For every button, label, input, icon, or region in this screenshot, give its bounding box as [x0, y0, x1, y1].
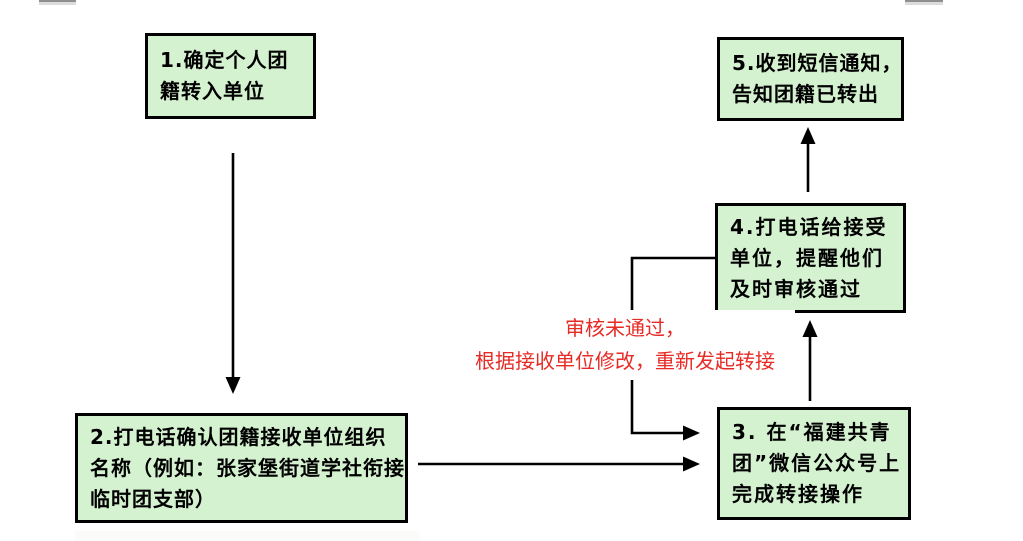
step4-text-line3: 及时审核通过: [730, 276, 862, 301]
step5-text-line2: 告知团籍已转出: [732, 82, 879, 106]
arrow-step4-to-step5-icon: [800, 127, 816, 192]
step1-text-line2: 籍转入单位: [160, 79, 265, 103]
step4-box: 4.打电话给接受 单位，提醒他们 及时审核通过: [715, 203, 906, 313]
top-left-edge-artifact: [39, 0, 76, 5]
arrow-step3-to-step4-icon: [802, 320, 818, 401]
step2-box: 2.打电话确认团籍接收单位组织 名称（例如：张家堡街道学社衔接 临时团支部）: [75, 413, 408, 523]
step3-text-line1: 3. 在“福建共青: [732, 420, 892, 444]
step1-box: 1.确定个人团 籍转入单位: [145, 33, 316, 119]
reject-note-line2: 根据接收单位修改，重新发起转接: [475, 349, 775, 373]
step3-text-line2: 团”微信公众号上: [732, 451, 902, 475]
reject-note-line1: 审核未通过，: [565, 316, 685, 340]
arrow-step2-to-step3-icon: [418, 456, 700, 472]
reject-note: 审核未通过， 根据接收单位修改，重新发起转接: [455, 310, 795, 380]
step2-text-line3: 临时团支部）: [90, 486, 216, 511]
step5-text-line1: 5.收到短信通知，: [732, 51, 903, 75]
arrow-step1-to-step2-icon: [225, 153, 241, 394]
step4-text-line2: 单位，提醒他们: [730, 245, 884, 270]
step3-box: 3. 在“福建共青 团”微信公众号上 完成转接操作: [717, 407, 911, 520]
step5-box: 5.收到短信通知， 告知团籍已转出: [717, 37, 904, 121]
step4-text-line1: 4.打电话给接受: [730, 214, 888, 239]
top-right-edge-artifact: [905, 0, 943, 5]
step2-text-line1: 2.打电话确认团籍接收单位组织: [90, 424, 387, 449]
bottom-edge-artifact: [75, 531, 420, 541]
step3-text-line3: 完成转接操作: [732, 482, 864, 506]
step2-text-line2: 名称（例如：张家堡街道学社衔接: [90, 455, 405, 480]
step1-text-line1: 1.确定个人团: [160, 48, 289, 72]
